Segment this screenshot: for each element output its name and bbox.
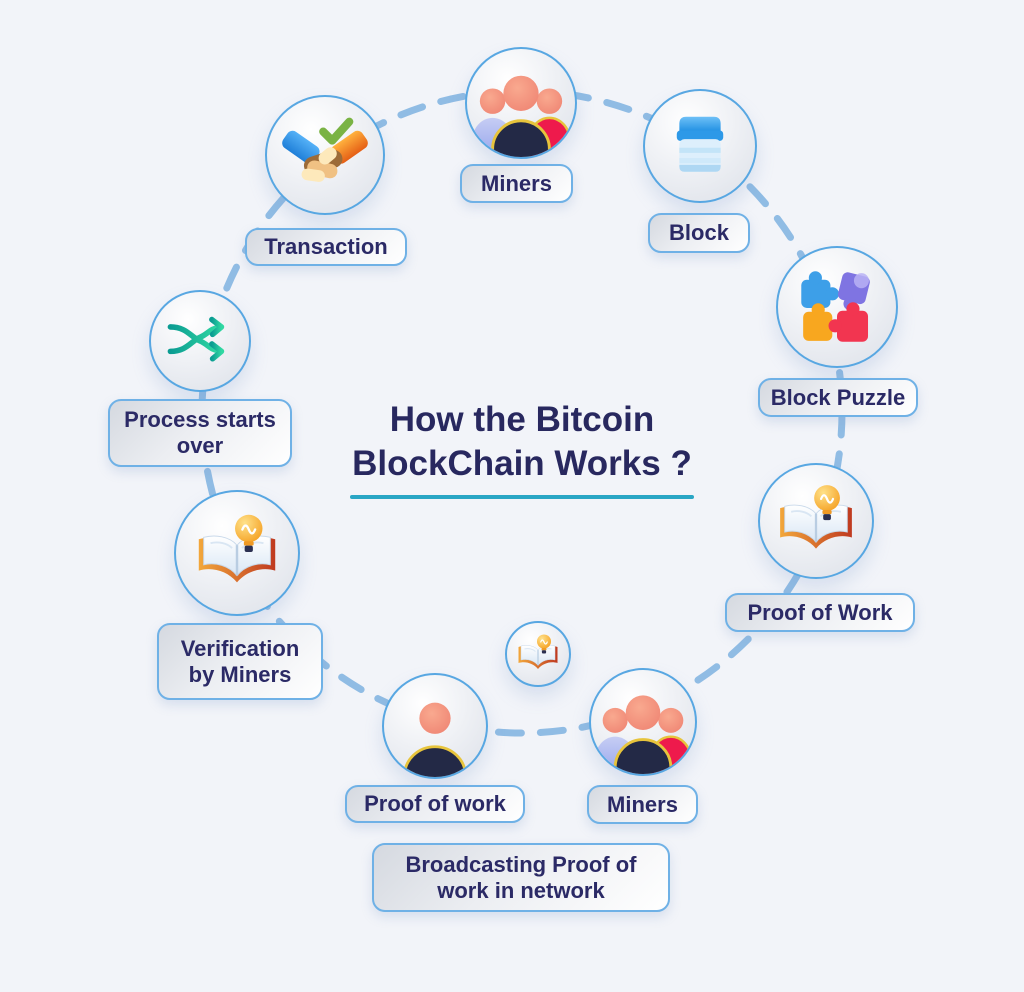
miners-bottom-node (589, 668, 697, 776)
proof-of-work-bottom-label-text: Proof of work (364, 791, 506, 817)
proof-of-work-label: Proof of Work (725, 593, 915, 632)
block-puzzle-label-text: Block Puzzle (770, 384, 906, 410)
title-block: How the Bitcoin BlockChain Works ? (330, 398, 714, 500)
block-icon (657, 103, 743, 189)
miners-icon (595, 681, 691, 776)
broadcasting-label: Broadcasting Proof of work in network (372, 843, 670, 912)
process-starts-over-label-text: Process starts over (124, 407, 276, 458)
proof-of-work-bottom-label: Proof of work (345, 785, 525, 823)
title-underline (350, 495, 694, 500)
broadcasting-label-text: Broadcasting Proof of work in network (405, 851, 637, 903)
verification-label: Verification by Miners (157, 623, 323, 700)
block-puzzle-label: Block Puzzle (758, 378, 918, 417)
handshake-check-icon (280, 110, 370, 200)
miners-bottom-label-text: Miners (607, 791, 678, 817)
title-line-2: BlockChain Works ? (352, 444, 692, 484)
book-bulb-icon (188, 504, 286, 602)
proof-of-work-label-text: Proof of Work (747, 599, 893, 625)
block-node (643, 89, 757, 203)
verification-label-text: Verification by Miners (180, 635, 300, 687)
loop-arrows-icon (163, 304, 237, 378)
puzzle-icon (790, 260, 884, 354)
miners-top-label: Miners (460, 164, 573, 203)
verification-node (174, 490, 300, 616)
transaction-label: Transaction (245, 228, 407, 266)
title-line-1: How the Bitcoin (389, 400, 655, 439)
person-icon (389, 687, 481, 779)
miners-top-label-text: Miners (481, 170, 552, 196)
block-label: Block (648, 213, 750, 253)
book-bulb-icon (770, 475, 862, 567)
center-book-node (505, 621, 571, 687)
process-starts-over-node (149, 290, 251, 392)
miners-bottom-label: Miners (587, 785, 698, 824)
proof-of-work-person-node (382, 673, 488, 779)
block-puzzle-node (776, 246, 898, 368)
proof-of-work-node (758, 463, 874, 579)
transaction-node (265, 95, 385, 215)
block-label-text: Block (669, 220, 729, 246)
book-bulb-icon (513, 629, 563, 679)
transaction-label-text: Transaction (264, 234, 388, 260)
miners-top-node (465, 47, 577, 159)
process-starts-over-label: Process starts over (108, 399, 292, 467)
miners-icon (472, 61, 570, 159)
